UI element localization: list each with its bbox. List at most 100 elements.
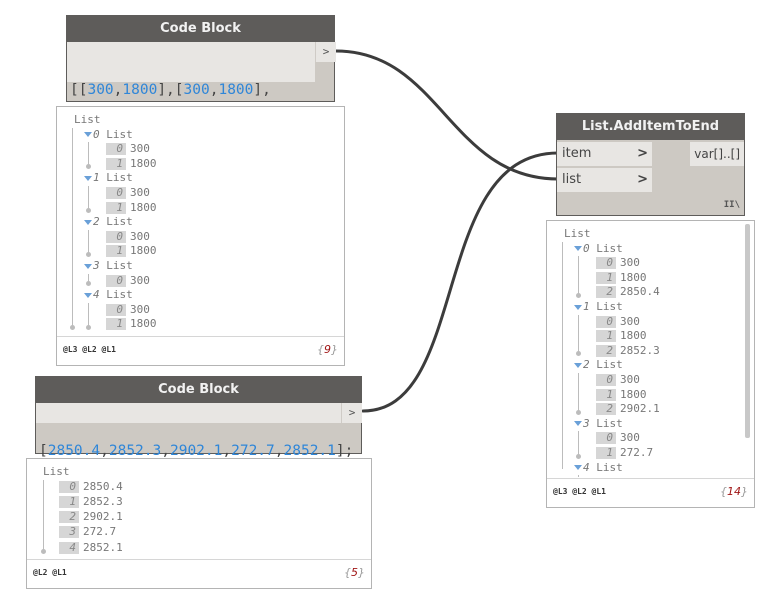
output-port[interactable]: > xyxy=(315,42,336,62)
tree-group[interactable]: 3 List xyxy=(574,417,623,431)
expand-triangle-icon xyxy=(574,421,582,427)
item-count: {5} xyxy=(344,566,365,579)
output-port[interactable]: > xyxy=(341,403,362,423)
scrollbar[interactable] xyxy=(745,224,750,438)
preview-footer: @L3 @L2 @L1 {14} xyxy=(547,478,754,507)
list-label: List xyxy=(589,300,623,313)
item-index: 1 xyxy=(59,496,79,509)
item-value: 2902.1 xyxy=(620,402,660,416)
item-value: 300 xyxy=(620,256,640,270)
tree-branch-end xyxy=(86,325,91,330)
item-value: 2850.4 xyxy=(620,285,660,299)
list-label: List xyxy=(99,171,133,185)
item-index: 2 xyxy=(596,286,616,299)
lacing-indicator[interactable]: II\ xyxy=(723,200,740,210)
tree-branch-line xyxy=(578,373,579,411)
tree-group[interactable]: 4 List xyxy=(84,288,133,302)
input-port-list[interactable]: list > xyxy=(557,168,652,192)
item-value: 1800 xyxy=(130,317,157,331)
code-number: 2902.1 xyxy=(169,443,223,459)
tree-branch-line xyxy=(578,256,579,294)
item-value: 300 xyxy=(130,142,150,156)
tree-group[interactable]: 2 List xyxy=(574,358,623,372)
output-port[interactable]: var[]..[] xyxy=(690,142,744,166)
code-block-node-2[interactable]: Code Block [2850.4,2852.3,2902.1,272.7,2… xyxy=(35,376,362,459)
list-label: List xyxy=(43,465,70,478)
list-label: List xyxy=(589,416,623,430)
list-index: 2 xyxy=(583,358,590,372)
item-count-value: 14 xyxy=(727,485,741,498)
list-levels[interactable]: @L3 @L2 @L1 xyxy=(63,345,116,354)
item-index: 0 xyxy=(106,230,126,243)
list-label: List xyxy=(99,288,133,302)
tree-group[interactable]: 4 List xyxy=(574,461,623,475)
tree-branch-line xyxy=(578,475,579,477)
item-index: 1 xyxy=(106,157,126,170)
item-index: 2 xyxy=(596,403,616,416)
code-number: 272.7 xyxy=(231,443,275,459)
tree-root-line xyxy=(72,127,73,326)
list-index: 1 xyxy=(583,300,590,313)
code-number: 2852.3 xyxy=(108,443,162,459)
item-count: {9} xyxy=(317,343,338,356)
list-levels[interactable]: @L3 @L2 @L1 xyxy=(553,487,606,496)
tree-group[interactable]: 0 List xyxy=(84,128,133,142)
tree-branch-end xyxy=(86,164,91,170)
code-punctuation: [ xyxy=(39,443,48,459)
code-punctuation: , xyxy=(209,82,219,98)
list-levels[interactable]: @L2 @L1 xyxy=(33,568,67,577)
list-label: List xyxy=(564,227,591,240)
wire-codeblock2-to-item[interactable] xyxy=(361,151,560,413)
code-block-node-1[interactable]: Code Block [[300,1800],[300,1800], [300,… xyxy=(66,15,336,155)
tree-branch-end xyxy=(576,351,581,357)
code-editor[interactable]: [[300,1800],[300,1800], [300,1800],[300]… xyxy=(67,42,323,155)
input-port-item[interactable]: item > xyxy=(557,142,652,166)
item-index: 1 xyxy=(596,388,616,401)
code-number: 300 xyxy=(183,82,210,98)
wire-codeblock1-to-list[interactable] xyxy=(334,49,560,181)
code-line: [[300,1800],[300,1800], xyxy=(70,81,312,100)
item-index: 1 xyxy=(106,245,126,258)
expand-triangle-icon xyxy=(84,263,92,269)
tree-branch-line xyxy=(578,314,579,353)
item-value: 300 xyxy=(620,373,640,386)
tree-group[interactable]: 0 List xyxy=(574,242,623,256)
item-index: 0 xyxy=(106,274,126,287)
add-item-to-end-node[interactable]: List.AddItemToEnd item > list > var[]..[… xyxy=(556,113,745,216)
code-punctuation: [[ xyxy=(70,82,88,98)
tree-branch-end xyxy=(576,409,581,415)
item-index: 1 xyxy=(596,447,616,459)
tree-group[interactable]: 3 List xyxy=(84,259,133,273)
item-value: 2850.4 xyxy=(83,480,123,494)
expand-triangle-icon xyxy=(84,132,92,138)
tree-group[interactable]: 2 List xyxy=(84,215,133,229)
code-editor[interactable]: [2850.4,2852.3,2902.1,272.7,2852.1]; xyxy=(36,403,353,459)
tree-root: List xyxy=(43,465,70,479)
tree-branch-line xyxy=(88,142,89,166)
code-punctuation: ]; xyxy=(335,443,354,459)
item-value: 300 xyxy=(130,273,150,287)
tree-group[interactable]: 1 List xyxy=(84,171,133,185)
item-index: 0 xyxy=(106,187,126,199)
tree-group[interactable]: 1 List xyxy=(574,300,623,314)
item-value: 2852.3 xyxy=(620,343,660,357)
item-value: 300 xyxy=(620,314,640,328)
code-punctuation: , xyxy=(113,82,123,98)
expand-triangle-icon xyxy=(84,292,92,298)
item-index: 1 xyxy=(596,330,616,343)
tree-root-line xyxy=(43,480,44,550)
code-punctuation: ], xyxy=(253,82,271,98)
code-punctuation: , xyxy=(222,443,232,459)
input-port-label: list xyxy=(562,172,582,187)
